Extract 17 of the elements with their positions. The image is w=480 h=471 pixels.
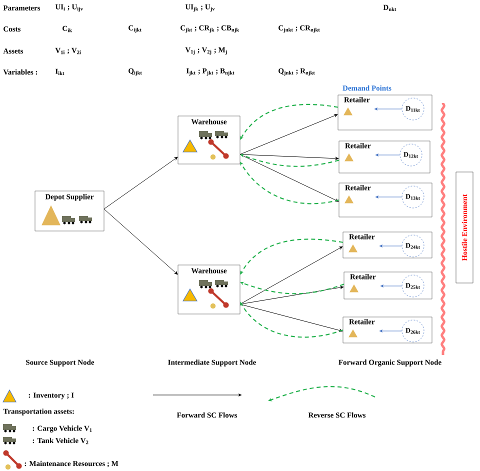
arrow [379,244,402,248]
arrow [375,196,402,198]
arrow [104,208,178,275]
arrow [240,304,343,332]
arrow [375,154,400,156]
reverse-flow-arrow [240,104,338,140]
arrow [374,108,402,110]
arrow [240,246,343,304]
arrow [240,286,344,304]
arrow [380,284,402,288]
reverse-flow-arrow [240,282,344,294]
arrow [104,156,178,210]
arrow [240,154,339,160]
arrow [240,114,338,155]
reverse-flow-arrow [240,154,340,167]
arrow [240,154,339,202]
arrow [379,330,402,332]
